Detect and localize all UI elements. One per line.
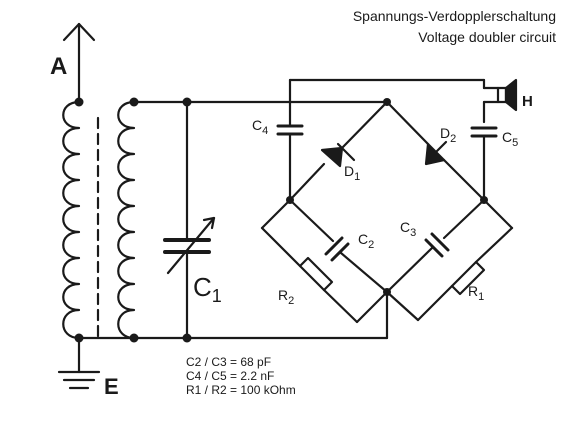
component-values: C2 / C3 = 68 pF C4 / C5 = 2.2 nF R1 / R2… [186,355,296,397]
title-english: Voltage doubler circuit [418,29,556,45]
antenna-symbol [62,22,96,104]
diode-d2 [424,140,448,166]
junction-dot [74,97,84,107]
junction-dot [74,333,84,343]
note-capacitors-c2-c3: C2 / C3 = 68 pF [186,355,272,369]
bridge-lower-left [260,198,389,324]
junction-dot [383,288,391,296]
headphone-label: H [522,93,533,110]
resistor-r1 [450,260,486,296]
junction-dot [182,333,192,343]
d2-label: D2 [440,125,456,145]
capacitor-c4 [276,78,304,202]
capacitor-c3 [385,198,486,294]
title-german: Spannungs-Verdopplerschaltung [352,8,556,24]
junction-dot [286,196,294,204]
resistor-r2 [298,256,334,292]
r2-label: R2 [278,287,294,307]
junction-dot [129,333,139,343]
ground-symbol [57,370,101,390]
c3-label: C3 [400,219,416,239]
c4-label: C4 [252,117,268,137]
antenna-label: A [50,53,67,80]
c5-label: C5 [502,129,518,149]
junction-dot [383,98,391,106]
diode-d1 [320,142,356,168]
note-resistors: R1 / R2 = 100 kOhm [186,383,296,397]
capacitor-c5 [470,126,498,202]
junction-dot [129,97,139,107]
primary-coil [62,100,81,374]
junction-dots [74,97,488,343]
bridge-left-upper [288,100,389,202]
c2-label: C2 [358,231,374,251]
d1-label: D1 [344,163,360,183]
secondary-coil [117,100,136,340]
capacitor-c2 [288,198,389,294]
bridge-right-upper [385,100,486,202]
note-capacitors-c4-c5: C4 / C5 = 2.2 nF [186,369,275,383]
earth-label: E [104,374,119,399]
bridge-lower-right [385,198,514,322]
headphone-wire-top [288,78,500,90]
c1-label: C1 [193,272,222,306]
r1-label: R1 [468,283,484,303]
junction-dot [182,97,192,107]
headphone-symbol [482,78,518,124]
junction-dot [480,196,488,204]
capacitor-c1 [163,100,216,340]
